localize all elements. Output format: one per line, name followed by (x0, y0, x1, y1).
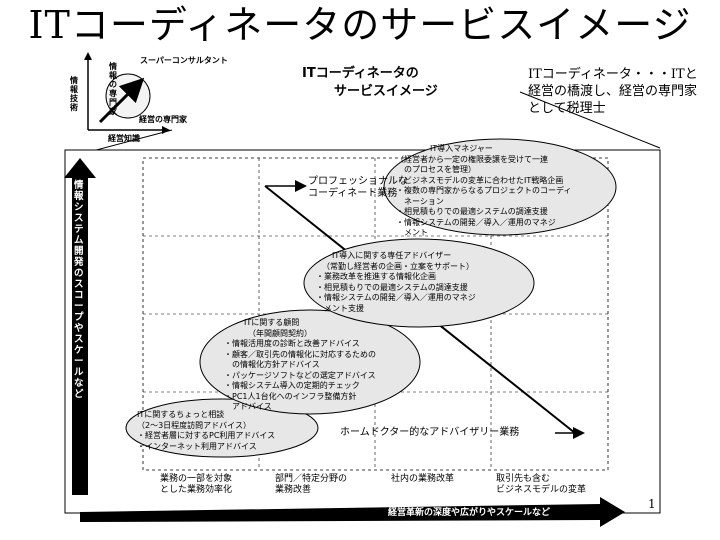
side-note: ITコーディネータ・・・ITと経営の橋渡し、経営の専門家として税理士 (528, 67, 698, 116)
ellipse-advisor (199, 309, 421, 415)
consult-line: （2～3日程度訪問アドバイス） (137, 420, 251, 430)
mini-y-arrow-icon (84, 52, 92, 60)
dedicated-text: IT導入に関する専任アドバイザー （常勤し経営者の企画・立案をサポート） ・業務… (316, 251, 476, 314)
professional-label: プロフェッショナルな コーディネート業務 (308, 176, 408, 199)
x-category-3: 社内の業務改革 (391, 474, 455, 484)
manager-line: ・相見積もりでの最適システムの調達支援 (396, 207, 548, 216)
advisor-line: ・情報システム導入の定期的チェック (224, 381, 360, 390)
ellipse-manager (383, 138, 617, 236)
home-doctor-label: ホームドクター的なアドバイザリー業務 (340, 427, 520, 438)
dedicated-line: （常勤し経営者の企画・立案をサポート） (322, 261, 474, 271)
horizontal-axis-label: 経営革新の深度や広がりやスケールなど (388, 508, 551, 518)
manager-text: IT導入マネジャー （経営者から一定の権限委譲を受けて一連 のプロセスを管理） … (396, 144, 571, 239)
consult-heading: ITに関するちょっと相談 (137, 410, 225, 419)
mgmt-expert-label: 経営の専門家 (139, 115, 187, 124)
advisor-line: ・顧客／取引先の情報化に対応するための (224, 349, 376, 359)
vertical-axis-arrow (64, 158, 96, 495)
manager-line: ・ビジネスモデルの変革に合わせたIT戦略企画 (396, 175, 564, 185)
ellipse-consult (125, 398, 319, 458)
advisor-line: アドバイス (224, 402, 272, 411)
info-expert-label: 情報の専門家 (109, 62, 117, 116)
consult-line: ・経営者層に対するPC利用アドバイス (137, 431, 276, 440)
dedicated-line: ・相見積もりでの最適システムの調達支援 (316, 282, 468, 292)
horizontal-axis-arrow (80, 497, 625, 527)
x-category-2: 部門／特定分野の 業務改善 (275, 474, 348, 495)
mini-title-line2: サービスイメージ (334, 84, 438, 99)
manager-heading: IT導入マネジャー (430, 144, 493, 153)
mini-x-axis-label: 経営知識 (108, 134, 140, 143)
mini-y-axis-label: 情報技術 (70, 76, 78, 112)
mini-diagram (84, 52, 170, 134)
dedicated-line: ・業務改革を推進する情報化企画 (316, 272, 436, 281)
dedicated-line: ・情報システムの開発／導入／運用のマネジ (316, 293, 476, 302)
manager-line: ネーション (396, 196, 444, 206)
page-number: 1 (648, 497, 656, 511)
mini-diagonal-arrow (98, 77, 145, 124)
consult-line: ・インターネット利用アドバイス (137, 441, 257, 451)
ellipse-dedicated (303, 238, 535, 328)
super-consultant-label: スーパーコンサルタント (140, 56, 228, 65)
manager-line: のプロセスを管理） (396, 165, 476, 174)
dedicated-heading: IT導入に関する専任アドバイザー (332, 251, 452, 260)
advisor-line: ・PC1人1台化へのインフラ整備方針 (224, 391, 357, 401)
vertical-axis-label: 情報システム開発のスコープやスケールなど (74, 180, 84, 400)
advisor-line: ・情報活用度の診断と改善アドバイス (224, 339, 360, 348)
consult-text: ITに関するちょっと相談 （2～3日程度訪問アドバイス） ・経営者層に対するPC… (137, 410, 275, 452)
x-category-4: 取引先も含む ビジネスモデルの変革 (496, 474, 587, 495)
manager-line: ・情報システムの開発／導入／運用のマネジ (396, 217, 556, 227)
callout-line-right (519, 91, 661, 149)
manager-line: （経営者から一定の権限委譲を受けて一連 (396, 154, 548, 164)
dedicated-line: メント支援 (316, 303, 364, 313)
advisor-line: （年間顧問契約） (248, 328, 312, 338)
advisor-line: ・パッケージソフトなどの選定アドバイス (224, 370, 376, 380)
manager-line: ・複数の専門家からなるプロジェクトのコーディ (396, 186, 572, 195)
x-category-1: 業務の一部を対象 とした業務効率化 (160, 474, 233, 495)
manager-line: メント (396, 228, 428, 237)
advisor-text: ITに関する顧問 （年間顧問契約） ・情報活用度の診断と改善アドバイス ・顧客／… (224, 318, 376, 413)
mini-title-line1: ITコーディネータの (302, 66, 419, 81)
advisor-heading: ITに関する顧問 (244, 318, 300, 327)
page-title: ITコーディネータのサービスイメージ (28, 3, 692, 47)
advisor-line: の情報化方針アドバイス (224, 360, 320, 369)
